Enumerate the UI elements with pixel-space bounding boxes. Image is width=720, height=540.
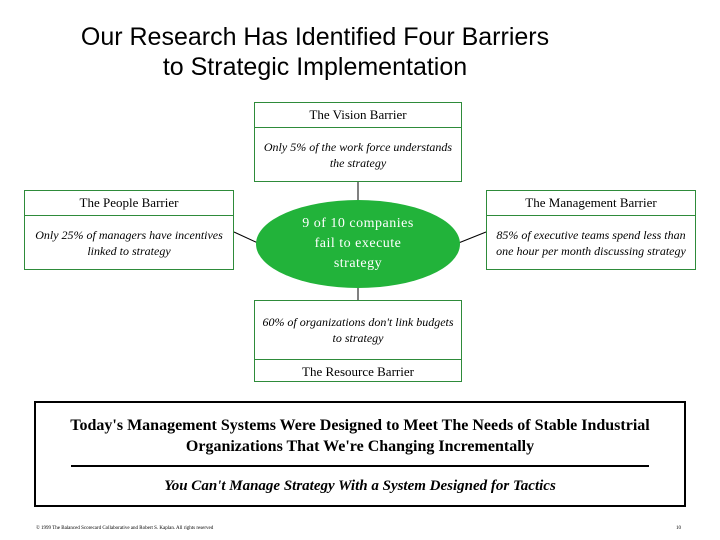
conclusion-divider — [71, 465, 649, 467]
connector-people — [233, 231, 261, 245]
management-barrier-text: 85% of executive teams spend less than o… — [496, 228, 686, 258]
conclusion-headline: Today's Management Systems Were Designed… — [70, 417, 650, 455]
resource-barrier-header: The Resource Barrier — [255, 359, 461, 384]
vision-barrier-box: The Vision Barrier Only 5% of the work f… — [254, 102, 462, 182]
people-barrier-text: Only 25% of managers have incentives lin… — [35, 228, 223, 258]
conclusion-tagline: You Can't Manage Strategy With a System … — [164, 478, 556, 494]
center-text: 9 of 10 companies fail to execute strate… — [302, 216, 414, 271]
vision-barrier-text: Only 5% of the work force understands th… — [263, 140, 453, 170]
people-barrier-box: The People Barrier Only 25% of managers … — [24, 190, 234, 270]
connector-management — [455, 231, 487, 245]
title-line-1: Our Research Has Identified Four Barrier… — [80, 23, 550, 51]
title-line-2: to Strategic Implementation — [162, 53, 468, 81]
vision-barrier-header: The Vision Barrier — [255, 103, 461, 128]
people-barrier-header: The People Barrier — [25, 191, 233, 216]
page-title: Our Research Has Identified Four Barrier… — [0, 22, 630, 82]
management-barrier-header: The Management Barrier — [487, 191, 695, 216]
conclusion-box: Today's Management Systems Were Designed… — [34, 401, 686, 507]
footer-copyright: © 1999 The Balanced Scorecard Collaborat… — [36, 526, 214, 531]
resource-barrier-box: 60% of organizations don't link budgets … — [254, 300, 462, 382]
center-ellipse: 9 of 10 companies fail to execute strate… — [256, 200, 460, 288]
resource-barrier-text: 60% of organizations don't link budgets … — [262, 315, 454, 345]
management-barrier-box: The Management Barrier 85% of executive … — [486, 190, 696, 270]
page-number: 10 — [676, 526, 681, 531]
